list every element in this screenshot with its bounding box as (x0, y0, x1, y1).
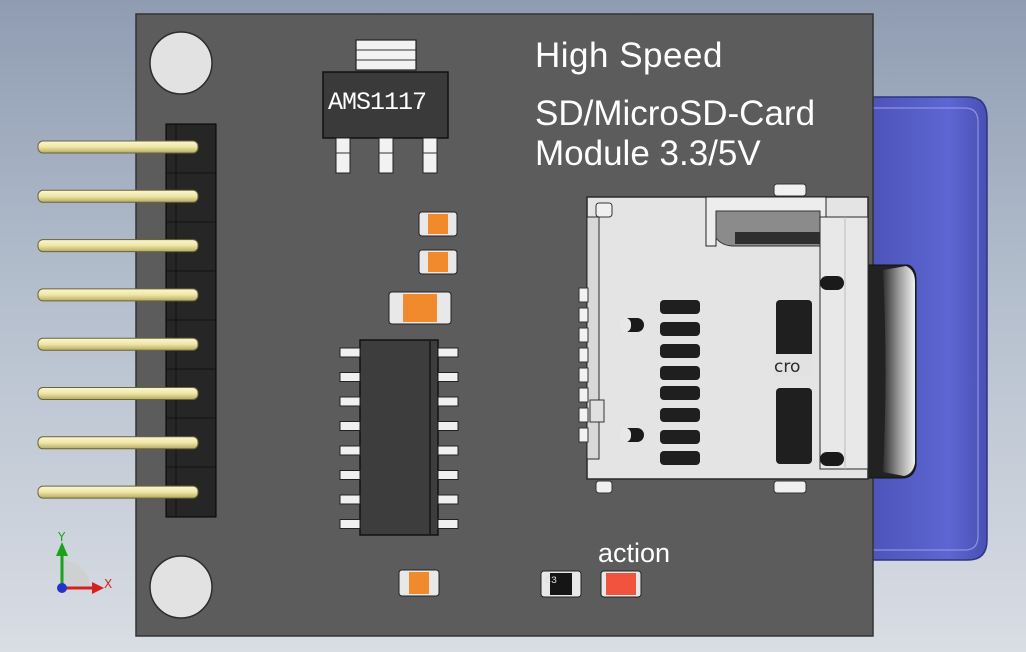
ic-lead (339, 519, 361, 529)
board-title-line3: Module 3.3/5V (535, 134, 761, 173)
smd-capacitor-3 (388, 291, 452, 325)
coordinate-triad (56, 542, 104, 594)
ic-lead (339, 421, 361, 431)
ic-lead (339, 347, 361, 358)
header-pin (37, 189, 199, 203)
regulator-label: AMS1117 (328, 88, 427, 117)
board-title-line1: High Speed (535, 36, 723, 75)
ic-lead (339, 372, 361, 382)
ic-lead (437, 372, 459, 382)
microsd-socket: cro (578, 183, 917, 494)
ic-lead (339, 470, 361, 480)
ic-lead (437, 421, 459, 431)
smd-black-component (540, 570, 582, 598)
ic-lead (437, 347, 459, 358)
ic-lead (437, 396, 459, 407)
board-title-line2: SD/MicroSD-Card (535, 94, 816, 133)
mounting-hole-bottom (149, 555, 213, 619)
smd-capacitor-4 (398, 569, 440, 597)
svg-text:cro: cro (774, 357, 800, 377)
ic-lead (339, 445, 361, 456)
voltage-regulator (322, 39, 449, 174)
led-label: action (598, 538, 671, 568)
mounting-hole-top (149, 31, 213, 95)
header-pin (37, 485, 199, 499)
ic-lead (437, 445, 459, 456)
header-pin (37, 140, 199, 154)
pin-header (165, 123, 217, 518)
header-pin (37, 387, 199, 400)
ic-lead (437, 519, 459, 529)
header-pin (37, 239, 199, 253)
ic-lead (437, 494, 459, 505)
ic-lead (437, 470, 459, 480)
status-led (600, 570, 642, 598)
header-pin (37, 288, 199, 302)
ic-lead (339, 494, 361, 505)
smd-capacitor-2 (418, 249, 458, 275)
y-axis-label: Y (58, 530, 66, 544)
header-pin (37, 436, 199, 450)
header-pins (37, 140, 199, 499)
level-shifter-ic (339, 339, 459, 536)
ic-lead (339, 396, 361, 407)
x-axis-label: X (104, 577, 113, 591)
smd-capacitor-1 (418, 211, 458, 237)
cap-marking: C3 (545, 576, 558, 587)
header-pin (37, 337, 199, 351)
